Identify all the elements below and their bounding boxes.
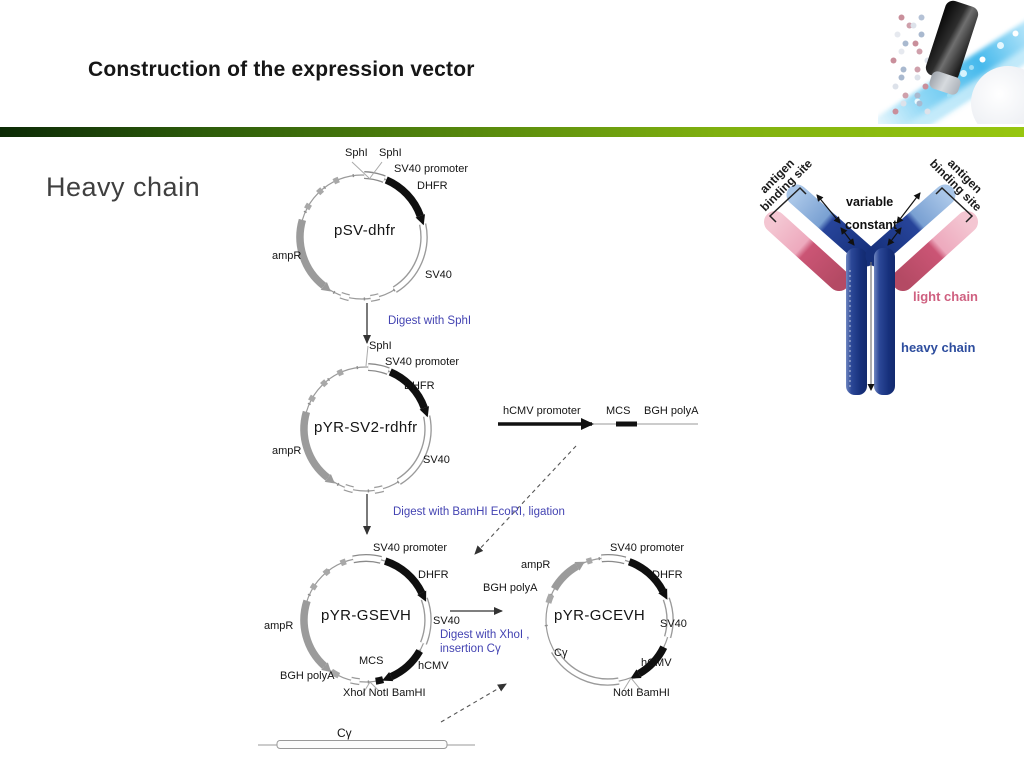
p4-cgamma-label: Cγ bbox=[554, 647, 568, 659]
page-title: Construction of the expression vector bbox=[88, 58, 475, 81]
p3-sv40-promoter-label: SV40 promoter bbox=[373, 542, 447, 554]
dna-artwork-image bbox=[878, 0, 1024, 124]
light-chain-label: light chain bbox=[913, 289, 978, 304]
heavy-chain-right bbox=[865, 184, 956, 395]
p1-sv40-label: SV40 bbox=[425, 269, 452, 281]
p2-sv40-promoter-label: SV40 promoter bbox=[385, 356, 459, 368]
p1-sv40-promoter-label: SV40 promoter bbox=[394, 163, 468, 175]
step3-label-line1: Digest with XhoI , bbox=[440, 629, 530, 641]
dna-helix-decoration bbox=[886, 8, 889, 11]
p4-hcmv-label: hCMV bbox=[641, 657, 672, 669]
p4-name: pYR-GCEVH bbox=[554, 607, 646, 624]
p3-name: pYR-GSEVH bbox=[321, 607, 412, 624]
antibody-diagram bbox=[764, 184, 978, 395]
constant-region-label: constant bbox=[845, 218, 898, 232]
p2-name: pYR-SV2-rdhfr bbox=[314, 419, 418, 436]
light-chain-right bbox=[892, 211, 978, 291]
plasmid-2-map bbox=[300, 345, 432, 495]
p3-restriction-sites-label: XhoI NotI BamHI bbox=[343, 687, 426, 699]
region-arrows bbox=[816, 192, 921, 246]
linear-insert-cgamma bbox=[258, 740, 475, 749]
arrow-cgamma-insertion bbox=[440, 683, 507, 723]
light-chain-left bbox=[764, 211, 850, 291]
divider-bar bbox=[0, 127, 1024, 137]
p1-site-sphI-2: SphI bbox=[379, 147, 402, 159]
p2-sv40-label: SV40 bbox=[423, 454, 450, 466]
p2-site-sphI: SphI bbox=[369, 340, 392, 352]
p4-sv40-label: SV40 bbox=[660, 618, 687, 630]
step1-label: Digest with SphI bbox=[388, 315, 472, 327]
arrow-insert-ligation bbox=[474, 445, 577, 555]
p4-dhfr-label: DHFR bbox=[652, 569, 683, 581]
p4-restriction-sites-label: NotI BamHI bbox=[613, 687, 670, 699]
p1-ampr-label: ampR bbox=[272, 250, 302, 262]
p3-sv40-label: SV40 bbox=[433, 615, 460, 627]
antigen-bracket-left bbox=[768, 186, 807, 223]
p4-bgh-polya-label: BGH polyA bbox=[483, 582, 538, 594]
insert1-mcs-label: MCS bbox=[606, 405, 631, 417]
p3-dhfr-label: DHFR bbox=[418, 569, 449, 581]
insert1-bgh-polya-label: BGH polyA bbox=[644, 405, 699, 417]
insert1-hcmv-promoter-label: hCMV promoter bbox=[503, 405, 581, 417]
step3-label-line2: insertion Cγ bbox=[440, 643, 501, 655]
heavy-chain-label: heavy chain bbox=[901, 340, 976, 355]
section-label: Heavy chain bbox=[46, 172, 201, 202]
p3-bgh-polya-label: BGH polyA bbox=[280, 670, 335, 682]
insert2-cgamma-label: Cγ bbox=[337, 726, 352, 740]
plasmid-4-map bbox=[542, 554, 674, 692]
p2-dhfr-label: DHFR bbox=[404, 380, 435, 392]
p3-ampr-label: ampR bbox=[264, 620, 294, 632]
variable-region-label: variable bbox=[846, 195, 894, 209]
p1-name: pSV-dhfr bbox=[334, 222, 396, 239]
p3-mcs-label: MCS bbox=[359, 655, 384, 667]
p4-ampr-label: ampR bbox=[521, 559, 551, 571]
plasmid-3-map bbox=[300, 554, 432, 696]
antigen-bracket-right bbox=[935, 186, 974, 223]
p4-sv40-promoter-label: SV40 promoter bbox=[610, 542, 684, 554]
plasmid-1-map bbox=[296, 161, 428, 303]
p3-hcmv-label: hCMV bbox=[418, 660, 449, 672]
cloning-diagram bbox=[258, 161, 698, 749]
sparkle-dots-decoration bbox=[878, 0, 881, 3]
p1-dhfr-label: DHFR bbox=[417, 180, 448, 192]
p1-site-sphI-1: SphI bbox=[345, 147, 368, 159]
p2-ampr-label: ampR bbox=[272, 445, 302, 457]
heavy-chain-left bbox=[786, 184, 877, 395]
step2-label: Digest with BamHI EcoRI, ligation bbox=[393, 506, 565, 518]
